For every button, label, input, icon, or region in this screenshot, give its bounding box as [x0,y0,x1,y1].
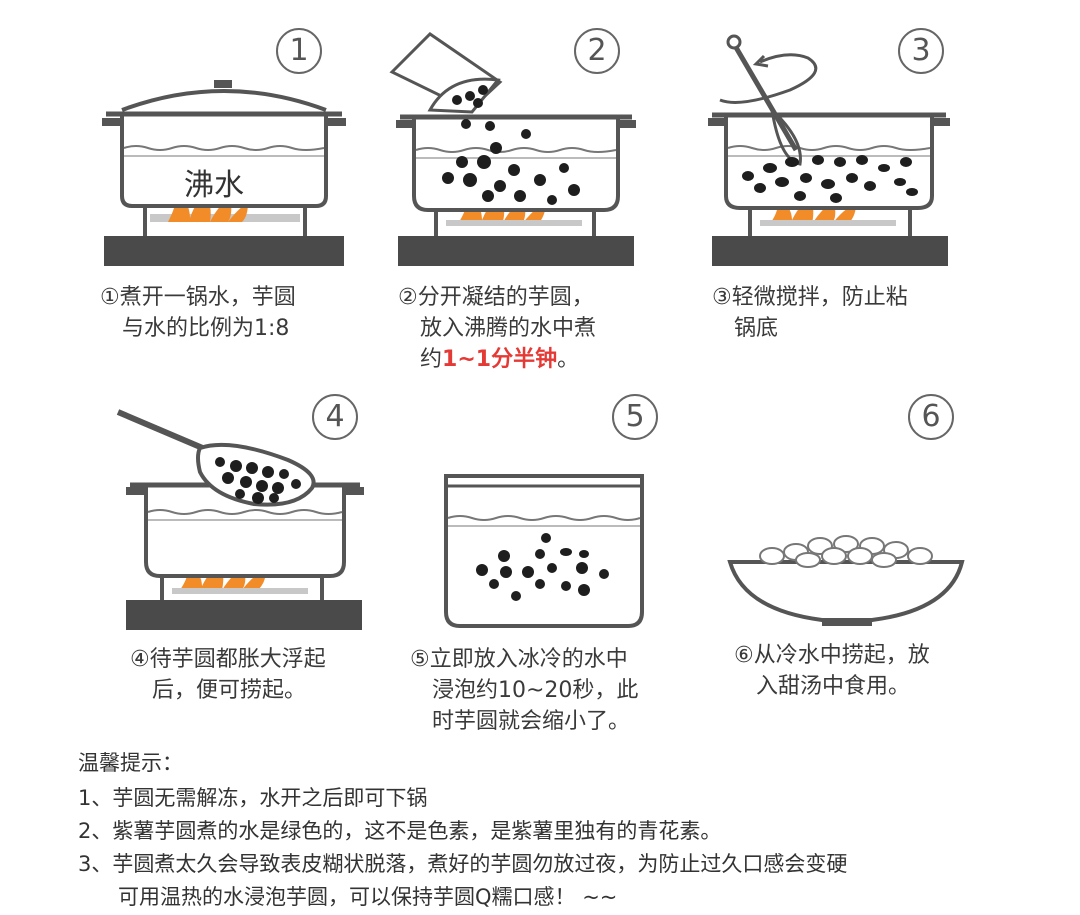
stove-icon [104,236,344,266]
cook-time-highlight: 1~1分半钟 [442,347,558,372]
caption-text: 。 [557,347,580,372]
taro-balls-icon [476,533,609,601]
step-number-2: 2 [574,28,620,74]
taro-balls-icon [442,119,580,205]
caption-line: ⑥从冷水中捞起，放 [734,643,930,668]
caption-line: 与水的比例为1:8 [122,316,290,341]
caption-line: 浸泡约10~20秒，此 [432,678,639,703]
whisk-icon [719,34,818,166]
pot-label-boiling-water: 沸水 [184,168,244,203]
step1-illustration [102,80,346,266]
caption-step-2: ②分开凝结的芋圆， 放入沸腾的水中煮 约1~1分半钟。 [398,282,596,375]
caption-line: 锅底 [734,316,779,341]
step5-illustration [444,474,644,628]
step-number-6: 6 [908,394,954,440]
stove-icon [398,236,634,266]
caption-line: ⑤立即放入冰冷的水中 [410,647,628,672]
caption-line: 后，便可捞起。 [152,678,307,703]
ladle-icon [116,409,316,507]
step-number-4: 4 [312,394,358,440]
step-number-3: 3 [898,28,944,74]
caption-line: ②分开凝结的芋圆， [398,285,594,310]
caption-text: 约 [420,347,443,372]
tip-item: 2、紫薯芋圆煮的水是绿色的，这不是色素，是紫薯里独有的青花素。 [78,819,722,843]
step-number-5: 5 [612,394,658,440]
step3-illustration [708,34,950,266]
caption-step-3: ③轻微搅拌，防止粘 锅底 [712,282,908,344]
step4-illustration [116,409,364,630]
caption-step-6: ⑥从冷水中捞起，放 入甜汤中食用。 [734,640,930,702]
tips-section: 温馨提示： 1、芋圆无需解冻，水开之后即可下锅 2、紫薯芋圆煮的水是绿色的，这不… [78,748,1058,914]
caption-line: 放入沸腾的水中煮 [420,316,597,341]
lid-knob-icon [214,80,232,88]
tip-item: 1、芋圆无需解冻，水开之后即可下锅 [78,786,428,810]
stove-icon [126,600,362,630]
taro-balls-icon [742,155,918,203]
illustrations [102,32,965,630]
step-number-1: 1 [276,28,322,74]
caption-step-5: ⑤立即放入冰冷的水中 浸泡约10~20秒，此 时芋圆就会缩小了。 [410,644,638,737]
tip-item-continuation: 可用温热的水浸泡芋圆，可以保持芋圆Q糯口感！ ~~ [118,885,618,909]
step2-illustration [389,32,636,266]
caption-line: ④待芋圆都胀大浮起 [130,647,326,672]
cooked-taro-balls-icon [759,535,933,568]
caption-line: ①煮开一锅水，芋圆 [100,285,296,310]
caption-line: 时芋圆就会缩小了。 [432,709,631,734]
caption-line: 入甜汤中食用。 [756,674,911,699]
stove-icon [712,236,948,266]
caption-step-1: ①煮开一锅水，芋圆 与水的比例为1:8 [100,282,296,344]
caption-line: 约1~1分半钟。 [398,344,596,375]
caption-step-4: ④待芋圆都胀大浮起 后，便可捞起。 [130,644,326,706]
step6-illustration [727,535,965,626]
bag-icon [389,32,503,114]
dessert-bowl-icon [727,560,965,622]
caption-line: ③轻微搅拌，防止粘 [712,285,908,310]
tips-title: 温馨提示： [78,751,183,775]
tip-item: 3、芋圆煮太久会导致表皮糊状脱落，煮好的芋圆勿放过夜，为防止过久口感会变硬 [78,852,848,876]
